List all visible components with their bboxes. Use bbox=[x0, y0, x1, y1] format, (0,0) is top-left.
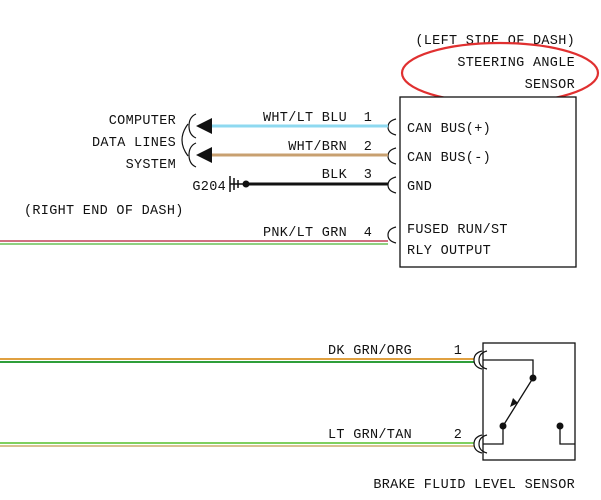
brake-pin-number-1: 1 bbox=[454, 344, 462, 359]
ground-id: G204 bbox=[192, 180, 226, 195]
computer-data-lines-line3: SYSTEM bbox=[126, 158, 176, 173]
connector-bracket-pin1 bbox=[387, 118, 397, 136]
highlight-circle bbox=[400, 41, 600, 105]
brake-connector-bracket-2b bbox=[478, 434, 488, 454]
data-lines-brace bbox=[181, 123, 189, 157]
pin-label-fused-run: FUSED RUN/ST bbox=[407, 223, 508, 238]
steering-sensor-name-line2: SENSOR bbox=[525, 78, 575, 93]
ground-symbol-icon bbox=[229, 176, 244, 192]
wire-label-dk-grn-org: DK GRN/ORG bbox=[328, 344, 412, 359]
pin-number-4: 4 bbox=[364, 226, 372, 241]
wire-label-pnk-lt-grn: PNK/LT GRN bbox=[263, 226, 347, 241]
wire-pnk-lt-grn bbox=[0, 240, 388, 245]
pin-label-gnd: GND bbox=[407, 180, 432, 195]
ground-splice-dot bbox=[242, 180, 250, 188]
computer-data-lines-line1: COMPUTER bbox=[109, 114, 176, 129]
steering-sensor-box bbox=[399, 96, 577, 268]
connector-bracket-pin3 bbox=[387, 176, 397, 194]
steering-sensor-name-line1: STEERING ANGLE bbox=[457, 56, 575, 71]
brake-connector-bracket-1b bbox=[478, 350, 488, 370]
wire-label-blk: BLK bbox=[322, 168, 348, 183]
wire-label-wht-lt-blu: WHT/LT BLU bbox=[263, 111, 347, 126]
wire-dk-grn-org bbox=[0, 358, 474, 363]
float-switch-icon bbox=[483, 359, 575, 445]
data-line-arrow-2 bbox=[196, 147, 212, 163]
pin-label-rly-output: RLY OUTPUT bbox=[407, 244, 491, 259]
pin-number-1: 1 bbox=[364, 111, 372, 126]
data-line-arrow-1 bbox=[196, 118, 212, 134]
pin-number-2: 2 bbox=[364, 140, 372, 155]
connector-bracket-pin2 bbox=[387, 147, 397, 165]
brake-connector-bracket-1 bbox=[473, 350, 483, 370]
connector-bracket-pin4 bbox=[387, 226, 397, 244]
wire-label-lt-grn-tan: LT GRN/TAN bbox=[328, 428, 412, 443]
data-line-bracket-1 bbox=[188, 113, 197, 139]
brake-pin-number-2: 2 bbox=[454, 428, 462, 443]
pin-number-3: 3 bbox=[364, 168, 372, 183]
pin-label-can-bus-plus: CAN BUS(+) bbox=[407, 122, 491, 137]
ground-location: (RIGHT END OF DASH) bbox=[24, 204, 184, 219]
wire-label-wht-brn: WHT/BRN bbox=[288, 140, 347, 155]
brake-sensor-name: BRAKE FLUID LEVEL SENSOR bbox=[373, 478, 575, 493]
pin-label-can-bus-minus: CAN BUS(-) bbox=[407, 151, 491, 166]
computer-data-lines-line2: DATA LINES bbox=[92, 136, 176, 151]
wire-lt-grn-tan bbox=[0, 442, 474, 447]
brake-connector-bracket-2 bbox=[473, 434, 483, 454]
data-line-bracket-2 bbox=[188, 142, 197, 168]
